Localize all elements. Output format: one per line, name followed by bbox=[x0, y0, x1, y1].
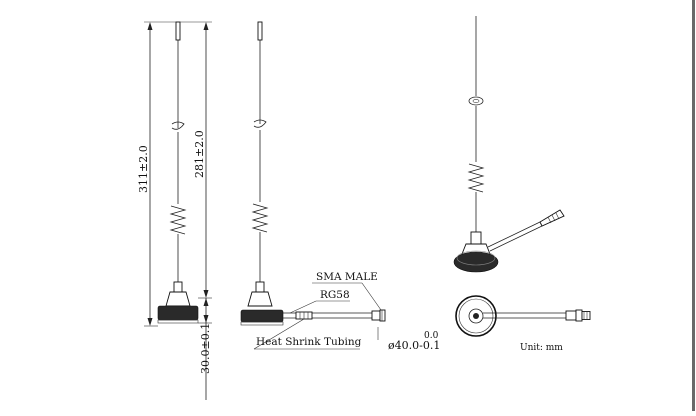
total-height-label: 311±2.0 bbox=[137, 145, 150, 193]
window-edge bbox=[692, 0, 695, 411]
base-height-label: 30.0±0.1 bbox=[199, 323, 212, 374]
perspective-view bbox=[453, 16, 565, 273]
heat-shrink-label: Heat Shrink Tubing bbox=[256, 336, 362, 348]
front-view-dimensioned: 311±2.0 281±2.0 30.0±0.1 bbox=[137, 21, 212, 400]
rg58-label: RG58 bbox=[320, 289, 350, 301]
top-view bbox=[455, 295, 591, 337]
whip-height-label: 281±2.0 bbox=[193, 130, 206, 178]
unit-note: Unit: mm bbox=[520, 343, 563, 353]
sma-male-label: SMA MALE bbox=[316, 271, 378, 283]
side-view-with-cable: SMA MALE RG58 Heat Shrink Tubing 0.0 ø40… bbox=[240, 21, 440, 352]
base-diameter-label: ø40.0-0.1 bbox=[388, 339, 440, 352]
base-diameter-upper-tol: 0.0 bbox=[424, 331, 439, 341]
